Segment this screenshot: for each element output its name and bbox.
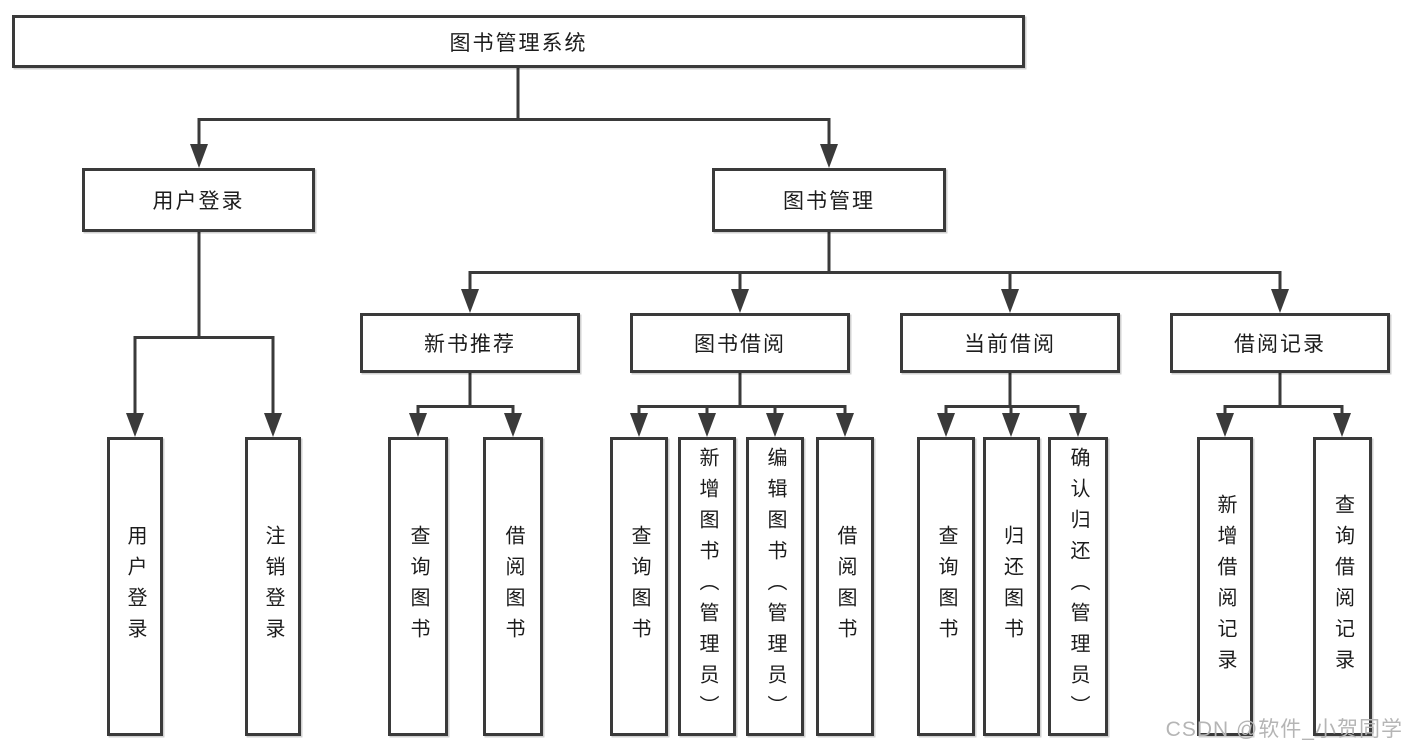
leaf-return-books: 归还图书 <box>983 437 1040 736</box>
node-user-login: 用户登录 <box>82 168 315 232</box>
watermark: CSDN @软件_小贺同学 <box>1165 718 1403 741</box>
leaf-user-login: 用户登录 <box>107 437 163 736</box>
node-borrowing-records: 借阅记录 <box>1170 313 1390 373</box>
node-book-management: 图书管理 <box>712 168 946 232</box>
leaf-add-borrow-record: 新增借阅记录 <box>1197 437 1253 736</box>
leaf-borrow-books-recommend: 借阅图书 <box>483 437 543 736</box>
node-library-management-system: 图书管理系统 <box>12 15 1025 68</box>
leaf-confirm-return-admin: 确认归还（管理员） <box>1048 437 1108 736</box>
node-book-borrowing: 图书借阅 <box>630 313 850 373</box>
leaf-query-books-current: 查询图书 <box>917 437 975 736</box>
leaf-edit-books-admin: 编辑图书（管理员） <box>746 437 804 736</box>
leaf-add-books-admin: 新增图书（管理员） <box>678 437 736 736</box>
node-new-book-recommendation: 新书推荐 <box>360 313 580 373</box>
leaf-query-books-recommend: 查询图书 <box>388 437 448 736</box>
leaf-query-borrow-record: 查询借阅记录 <box>1313 437 1372 736</box>
leaf-query-books-borrowing: 查询图书 <box>610 437 668 736</box>
node-current-borrowing: 当前借阅 <box>900 313 1120 373</box>
leaf-logout: 注销登录 <box>245 437 301 736</box>
leaf-borrow-books-borrowing: 借阅图书 <box>816 437 874 736</box>
